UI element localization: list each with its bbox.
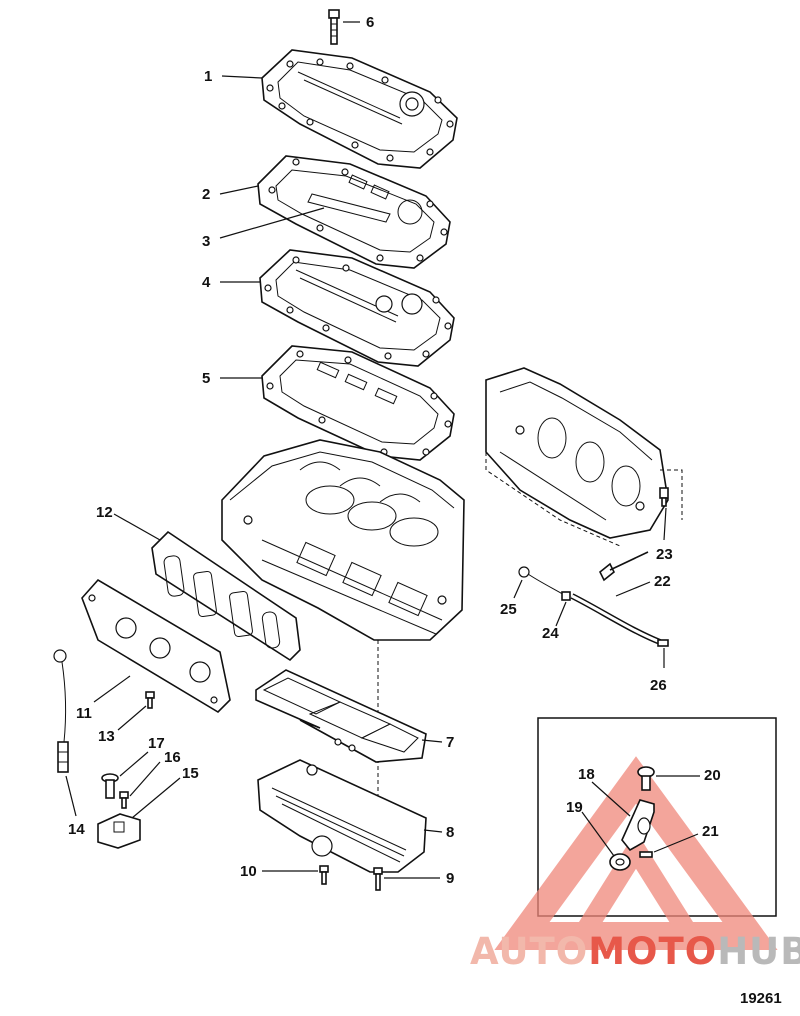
part-25-fitting [518, 566, 567, 597]
callout-19: 19 [566, 799, 583, 816]
callout-4: 4 [202, 274, 211, 291]
part-5-gasket [261, 345, 455, 461]
part-17-bolt [101, 773, 119, 799]
part-3-divider-plate [307, 193, 391, 223]
figure-number: 19261 [740, 990, 782, 1007]
part-20-screw [637, 766, 655, 791]
brand-part-moto: MOTO [588, 930, 718, 973]
cylinder-block-side-view [485, 367, 669, 539]
callout-26: 26 [650, 677, 667, 694]
part-8-intake-plate [257, 759, 427, 873]
part-7-gasket [255, 669, 427, 763]
part-26-connector [657, 639, 669, 647]
callout-17: 17 [148, 735, 165, 752]
part-24-clamp [561, 591, 571, 601]
brand-wordmark: AUTOMOTOHUB [470, 930, 800, 973]
part-14-temperature-sender [53, 649, 69, 773]
callout-24: 24 [542, 625, 559, 642]
cylinder-block [221, 439, 465, 641]
callout-20: 20 [704, 767, 721, 784]
inset-detail-box [537, 717, 777, 917]
callout-23: 23 [656, 546, 673, 563]
callout-11: 11 [76, 705, 92, 722]
callout-2: 2 [202, 186, 210, 203]
part-16-screw [119, 791, 129, 809]
callout-16: 16 [164, 749, 181, 766]
part-11-cover [81, 578, 231, 714]
callout-5: 5 [202, 370, 210, 387]
callout-14: 14 [68, 821, 85, 838]
callout-9: 9 [446, 870, 454, 887]
part-2-gasket [257, 155, 451, 269]
part-10-screw [319, 865, 329, 885]
part-21-pin [639, 851, 653, 858]
callout-10: 10 [240, 863, 257, 880]
part-23-fitting [659, 487, 669, 507]
callout-22: 22 [654, 573, 671, 590]
callout-1: 1 [204, 68, 212, 85]
callout-25: 25 [500, 601, 517, 618]
callout-21: 21 [702, 823, 719, 840]
part-22-hose [570, 593, 662, 645]
part-1-exhaust-cover [261, 49, 458, 169]
callout-13: 13 [98, 728, 115, 745]
callout-8: 8 [446, 824, 454, 841]
part-13-screw [145, 691, 155, 709]
callout-12: 12 [96, 504, 113, 521]
part-15-block [97, 813, 141, 849]
callout-18: 18 [578, 766, 595, 783]
brand-part-hub: HUB [717, 930, 800, 973]
part-4-exhaust-plate [259, 249, 455, 367]
callout-3: 3 [202, 233, 210, 250]
part-9-screw [373, 867, 383, 891]
block-bolt [598, 551, 649, 582]
part-12-gasket [151, 530, 301, 662]
part-6-bolt [328, 9, 340, 45]
callout-6: 6 [366, 14, 374, 31]
brand-part-auto: AUTO [470, 930, 589, 973]
part-18-bracket [621, 799, 655, 852]
callout-15: 15 [182, 765, 199, 782]
part-19-nut [609, 853, 631, 871]
brand-triangle-logo [494, 756, 778, 950]
callout-7: 7 [446, 734, 454, 751]
